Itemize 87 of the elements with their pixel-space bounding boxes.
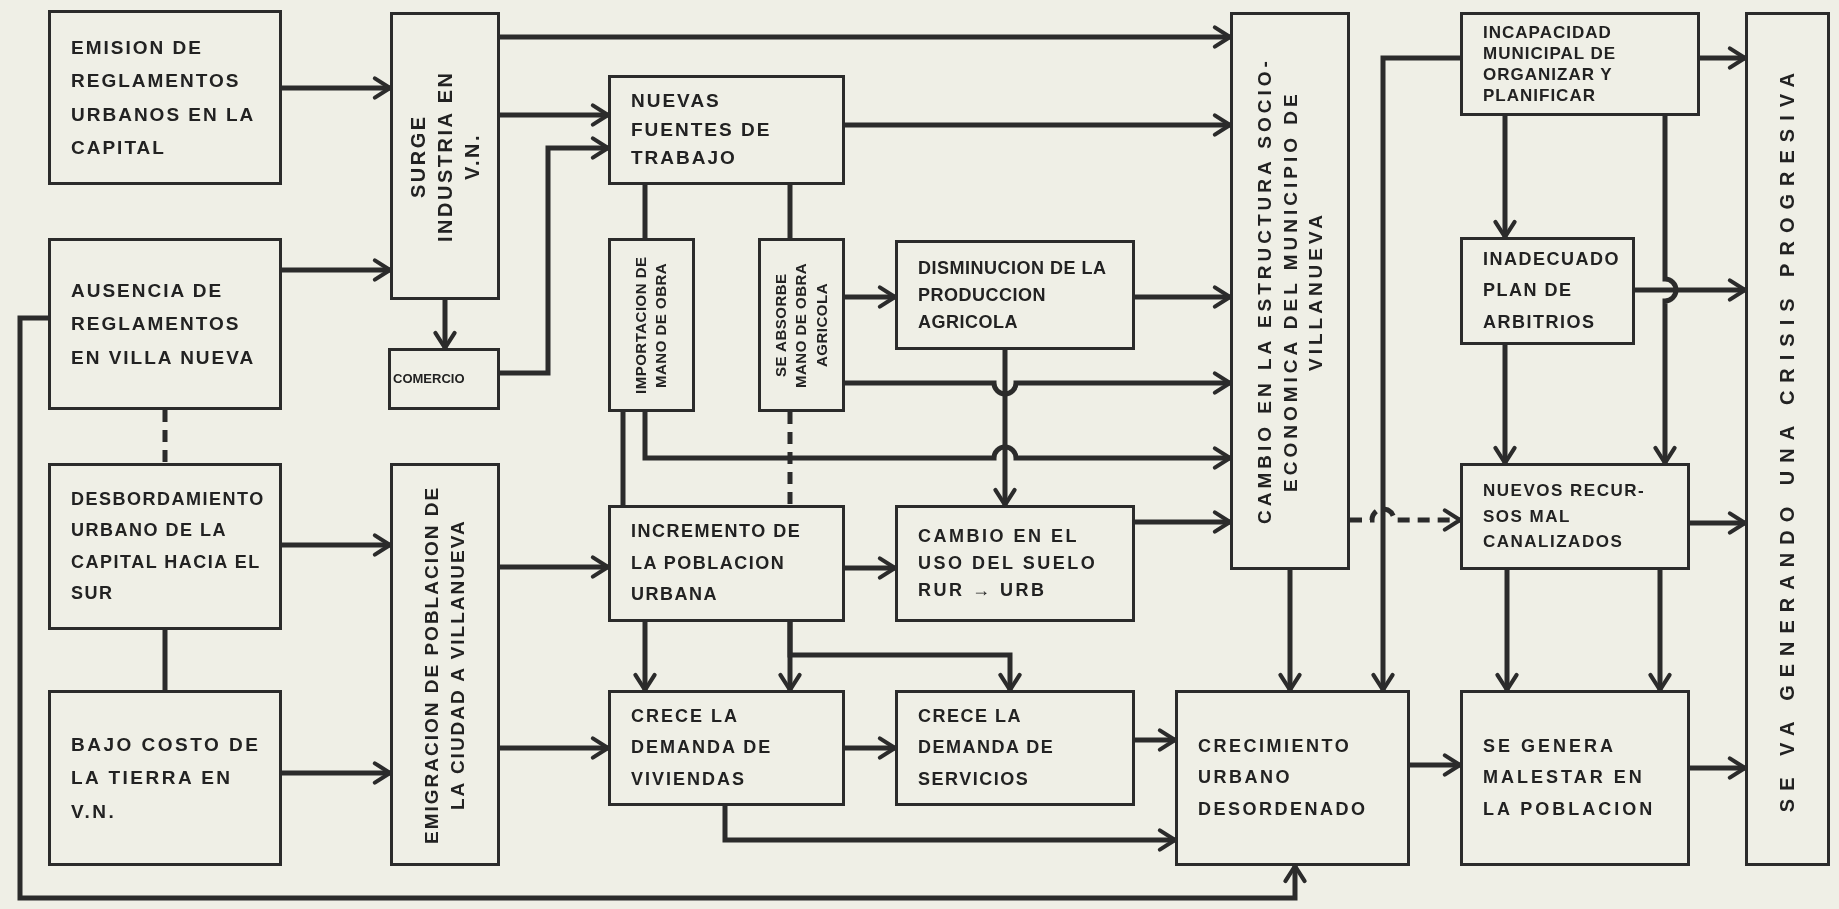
arrow — [282, 761, 393, 785]
arrow — [1371, 55, 1460, 693]
vertical-process-box — [1745, 12, 1830, 866]
arrow — [1410, 753, 1463, 777]
box-label: CAMBIO EN LA ESTRUCTURA SOCIO- ECONOMICA DEL MUNICIPIO DE VILLANUEVA — [1252, 56, 1327, 527]
process-box — [48, 238, 282, 410]
arrow — [787, 622, 1022, 693]
box-label: INCREMENTO DE LA POBLACION URBANA — [630, 520, 803, 607]
process-box — [388, 348, 500, 410]
connector-line — [787, 412, 793, 505]
arrow — [282, 533, 393, 557]
arrow — [1648, 570, 1672, 693]
arrow — [1635, 278, 1748, 302]
arrow — [500, 736, 611, 760]
box-label: IMPORTACION DE MANO DE OBRA — [631, 255, 671, 396]
process-box — [1460, 237, 1635, 345]
arrow — [1700, 46, 1748, 70]
arrow — [1135, 510, 1233, 534]
arrow — [845, 285, 898, 309]
vertical-process-box — [390, 463, 500, 866]
arrow — [633, 622, 657, 693]
vertical-process-box — [390, 12, 500, 300]
process-box — [48, 463, 282, 630]
vertical-process-box — [608, 238, 695, 412]
box-label: SURGE INDUSTRIA EN V.N. — [405, 69, 484, 244]
arrow — [1653, 116, 1679, 466]
process-box — [48, 10, 282, 185]
box-label: DISMINUCION DE LA PRODUCCION AGRICOLA — [917, 256, 1107, 334]
process-box — [1460, 690, 1690, 866]
process-box — [608, 75, 845, 185]
arrow — [1493, 116, 1517, 240]
box-label: NUEVOS RECUR- SOS MAL CANALIZADOS — [1482, 480, 1647, 554]
box-label: CRECE LA DEMANDA DE SERVICIOS — [917, 704, 1056, 791]
box-label: INADECUADO PLAN DE ARBITRIOS — [1482, 247, 1621, 334]
box-label: NUEVAS FUENTES DE TRABAJO — [630, 89, 773, 171]
connector-line — [162, 630, 168, 690]
arrow — [845, 556, 898, 580]
arrow — [1493, 345, 1517, 466]
arrow — [500, 136, 611, 376]
box-label: SE VA GENERANDO UNA CRISIS PROGRESIVA — [1775, 64, 1799, 815]
arrow — [845, 736, 898, 760]
box-label: DESBORDAMIENTO URBANO DE LA CAPITAL HACIA EL SUR — [70, 487, 266, 605]
process-box — [608, 690, 845, 806]
box-label: INCAPACIDAD MUNICIPAL DE ORGANIZAR Y PLANIFICAR — [1482, 21, 1618, 107]
box-label: CRECE LA DEMANDA DE VIVIENDAS — [630, 704, 774, 791]
process-box — [48, 690, 282, 866]
box-label: CRECIMIENTO URBANO DESORDENADO — [1197, 734, 1369, 821]
box-label: EMISION DE REGLAMENTOS URBANOS EN LA CAPITAL — [70, 36, 256, 160]
box-label: EMIGRACION DE POBLACION DE LA CIUDAD A VILLANUEVA — [420, 484, 469, 846]
arrow — [282, 258, 393, 282]
box-label: CAMBIO EN EL USO DEL SUELO RUR → URB — [917, 525, 1099, 602]
arrow — [282, 76, 393, 100]
arrow — [642, 412, 1233, 470]
process-box — [895, 240, 1135, 350]
connector-line — [787, 185, 793, 238]
box-label: AUSENCIA DE REGLAMENTOS EN VILLA NUEVA — [70, 279, 257, 370]
arrow — [722, 806, 1178, 852]
arrow — [1135, 285, 1233, 309]
process-box — [1175, 690, 1410, 866]
arrow — [845, 113, 1233, 137]
vertical-process-box — [758, 238, 845, 412]
box-label: SE ABSORBE MANO DE OBRA AGRICOLA — [771, 261, 831, 390]
process-box — [895, 505, 1135, 622]
box-label: SE GENERA MALESTAR EN LA POBLACION — [1482, 734, 1657, 821]
process-box — [608, 505, 845, 622]
arrow — [500, 103, 611, 127]
arrow — [1278, 570, 1302, 693]
box-label: BAJO COSTO DE LA TIERRA EN V.N. — [70, 733, 262, 824]
connector-line — [620, 412, 626, 505]
arrow — [500, 555, 611, 579]
box-label: COMERCIO — [392, 369, 466, 388]
arrow — [1690, 511, 1748, 535]
connector-line — [162, 410, 168, 463]
arrow — [1350, 506, 1463, 532]
arrow — [845, 371, 1233, 397]
arrow — [993, 350, 1017, 508]
process-box — [895, 690, 1135, 806]
process-box — [1460, 463, 1690, 570]
arrow — [1690, 756, 1748, 780]
arrow — [1135, 728, 1178, 752]
vertical-process-box — [1230, 12, 1350, 570]
arrow — [500, 25, 1233, 49]
arrow — [17, 315, 1307, 901]
arrow — [433, 300, 457, 351]
arrow — [1495, 570, 1519, 693]
connector-line — [642, 185, 648, 238]
process-box — [1460, 12, 1700, 116]
